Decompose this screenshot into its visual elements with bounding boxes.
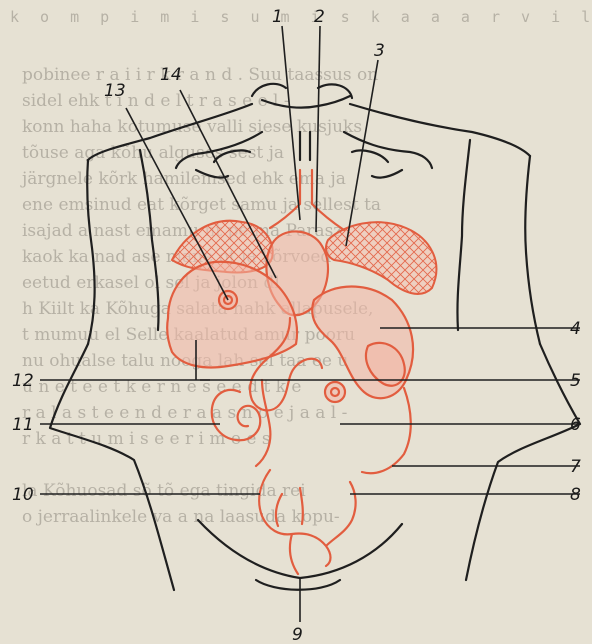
- background-line: r a l a s t e e n d e r a a s n o e j a …: [22, 403, 347, 423]
- right-chest-fold: [372, 170, 402, 178]
- label-10: 10: [12, 485, 34, 505]
- descending-colon: [362, 388, 411, 473]
- label-14: 14: [160, 65, 182, 85]
- background-line: la Kõhuosad sõ tõ ega tingida rei: [22, 481, 306, 501]
- label-5: 5: [570, 371, 581, 391]
- label-9: 9: [292, 625, 303, 644]
- label-7: 7: [570, 457, 581, 477]
- right-collar-curve: [352, 150, 388, 162]
- label-1: 1: [272, 7, 283, 27]
- leader-lines: [40, 26, 580, 622]
- pubic-line: [256, 580, 340, 590]
- background-line: pobinee r a i i r k r a n d . Suu taassu…: [22, 65, 378, 85]
- label-12: 12: [12, 371, 34, 391]
- label-6: 6: [570, 415, 581, 435]
- kidney: [325, 382, 345, 402]
- background-line: o jerraalinkele va a na laasuda kopu-: [22, 507, 340, 527]
- right-arm-outline: [525, 156, 540, 344]
- background-line: ene emsinud eat kõrget samu ja sellest t…: [22, 195, 381, 215]
- right-armpit: [457, 140, 470, 330]
- label-4: 4: [570, 319, 581, 339]
- label-3: 3: [374, 41, 385, 61]
- background-line: sidel ehk t i n d e l t r a s e e l -: [22, 91, 290, 111]
- groin-line: [198, 520, 402, 578]
- right-lung: [326, 222, 436, 294]
- label-2: 2: [314, 7, 325, 27]
- label-8: 8: [570, 485, 581, 505]
- background-heading: k o m p i m i s u m i s k a a a r v i l …: [10, 8, 592, 26]
- right-shoulder-outline: [350, 104, 530, 156]
- label-11: 11: [12, 415, 34, 435]
- label-13: 13: [104, 81, 126, 101]
